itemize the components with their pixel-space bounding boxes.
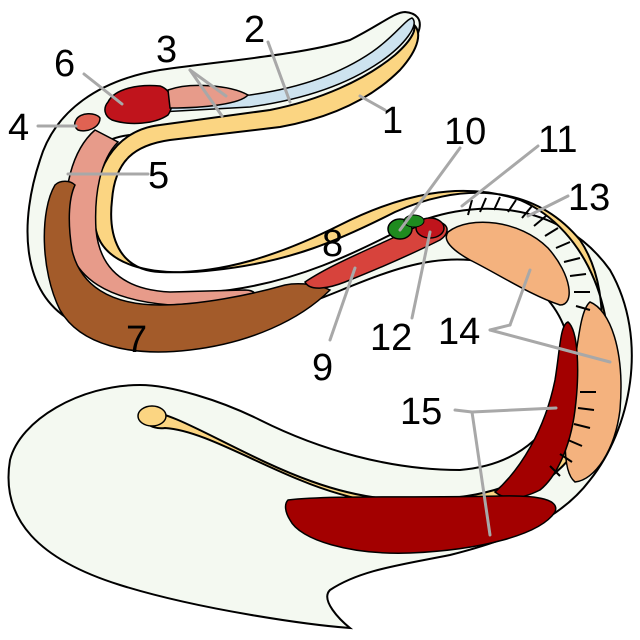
leader-lines	[36, 40, 612, 537]
label-10: 10	[444, 111, 486, 153]
label-5: 5	[148, 155, 169, 197]
label-9: 9	[312, 347, 333, 389]
label-11: 11	[538, 119, 577, 161]
label-7: 7	[126, 319, 147, 361]
label-6: 6	[54, 43, 75, 85]
label-1: 1	[382, 100, 403, 142]
label-2: 2	[244, 9, 265, 51]
kidney-lower	[284, 495, 557, 554]
cloaca	[137, 405, 167, 427]
label-4: 4	[8, 107, 29, 149]
stomach	[304, 220, 448, 289]
label-8: 8	[322, 223, 343, 265]
label-14: 14	[438, 311, 480, 353]
intestinal-folds	[467, 196, 596, 477]
label-13: 13	[568, 177, 610, 219]
heart	[104, 84, 173, 125]
label-15: 15	[400, 391, 442, 433]
gonad-upper	[445, 221, 570, 306]
liver	[43, 180, 332, 353]
diagram-labels: 1 2 3 4 5 6 7 8 9 10 11 12 13 14 15	[8, 9, 610, 433]
label-3: 3	[156, 29, 177, 71]
label-12: 12	[370, 317, 412, 359]
